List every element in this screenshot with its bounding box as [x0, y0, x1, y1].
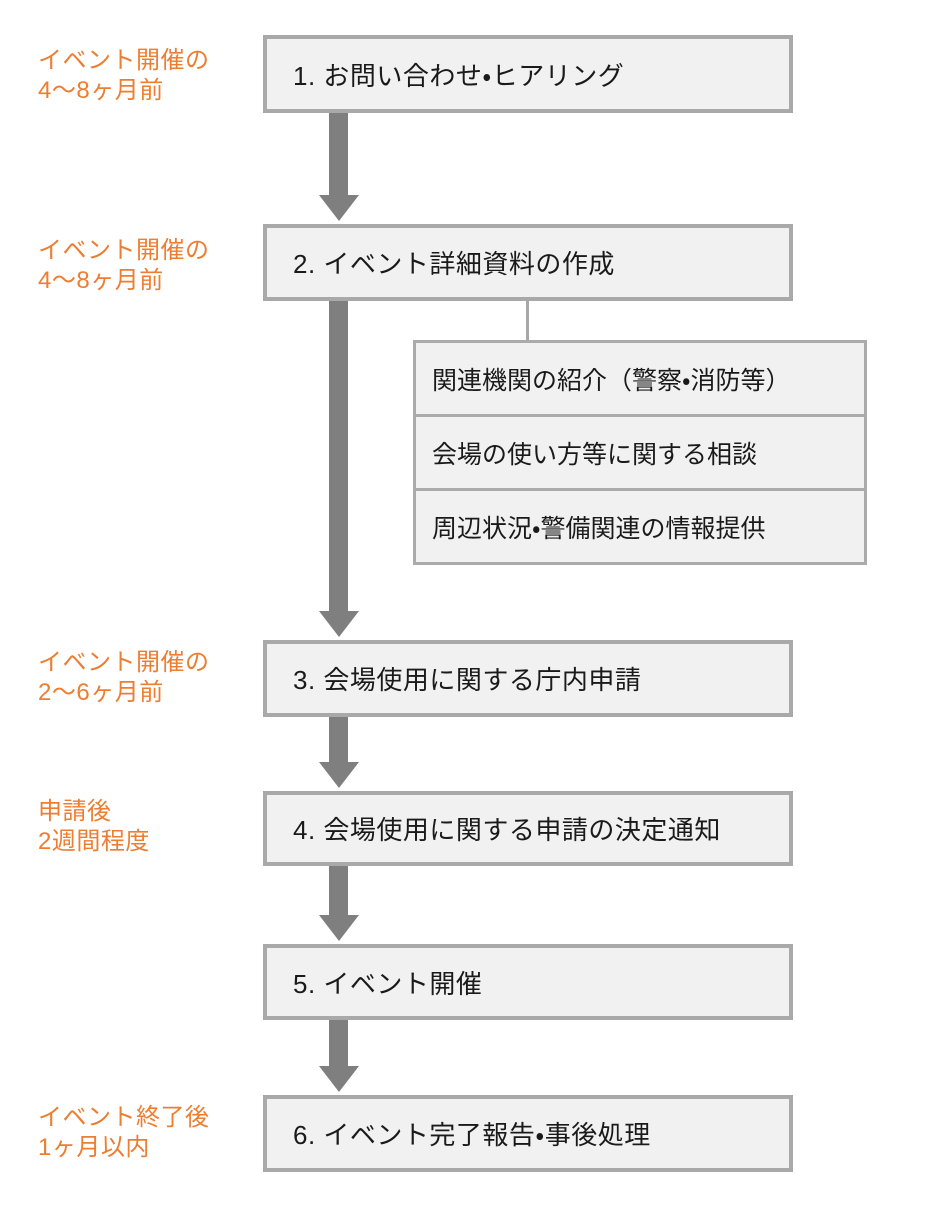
side-note-label: 会場の使い方等に関する相談 [432, 440, 758, 469]
timing-label-line: 1ヶ月以内 [38, 1134, 150, 1161]
arrow-shaft [329, 866, 348, 915]
step-label: 1. お問い合わせ・ヒアリング [293, 60, 625, 91]
side-note-label: 関連機関の紹介（警察・消防等） [432, 366, 791, 395]
arrow-shaft [329, 1020, 348, 1066]
arrow-head-icon [319, 915, 359, 941]
step-label: 3. 会場使用に関する庁内申請 [293, 665, 642, 695]
step-label: 5. イベント開催 [293, 968, 483, 999]
timing-label-5: イベント終了後 1ヶ月以内 [38, 1103, 268, 1163]
step2-side-notes: 関連機関の紹介（警察・消防等） 会場の使い方等に関する相談 周辺状況・警備関連の… [413, 340, 867, 565]
arrow-shaft [329, 301, 348, 611]
step-label: 4. 会場使用に関する申請の決定通知 [293, 815, 721, 845]
timing-label-line: 申請後 [38, 798, 112, 825]
timing-label-line: イベント開催の [38, 47, 210, 74]
timing-label-line: 2～6ヶ月前 [38, 679, 164, 706]
timing-label-line: イベント開催の [38, 237, 210, 264]
flow-arrow-2 [319, 301, 359, 637]
timing-label-3: イベント開催の 2～6ヶ月前 [38, 648, 268, 708]
arrow-shaft [329, 113, 348, 195]
step-label: 2. イベント詳細資料の作成 [293, 249, 615, 279]
step-box-2: 2. イベント詳細資料の作成 [263, 224, 793, 301]
side-note-1: 関連機関の紹介（警察・消防等） [413, 340, 867, 417]
side-note-3: 周辺状況・警備関連の情報提供 [413, 488, 867, 565]
side-note-label: 周辺状況・警備関連の情報提供 [432, 514, 766, 543]
timing-label-line: イベント終了後 [38, 1104, 210, 1131]
step-box-1: 1. お問い合わせ・ヒアリング [263, 35, 793, 113]
timing-label-line: イベント開催の [38, 649, 210, 676]
arrow-head-icon [319, 195, 359, 221]
step-label: 6. イベント完了報告・事後処理 [293, 1120, 651, 1150]
timing-label-line: 4～8ヶ月前 [38, 77, 164, 104]
arrow-head-icon [319, 762, 359, 788]
flow-arrow-1 [319, 113, 359, 221]
step-box-4: 4. 会場使用に関する申請の決定通知 [263, 791, 793, 866]
step-box-3: 3. 会場使用に関する庁内申請 [263, 640, 793, 717]
flow-arrow-4 [319, 866, 359, 941]
arrow-head-icon [319, 1066, 359, 1092]
step-box-6: 6. イベント完了報告・事後処理 [263, 1095, 793, 1172]
timing-label-4: 申請後 2週間程度 [38, 797, 268, 857]
timing-label-1: イベント開催の 4～8ヶ月前 [38, 46, 268, 106]
timing-label-line: 2週間程度 [38, 828, 150, 855]
arrow-shaft [329, 717, 348, 762]
side-note-2: 会場の使い方等に関する相談 [413, 414, 867, 491]
timing-label-line: 4～8ヶ月前 [38, 267, 164, 294]
branch-connector-line [526, 301, 529, 340]
flow-arrow-5 [319, 1020, 359, 1092]
timing-label-2: イベント開催の 4～8ヶ月前 [38, 236, 268, 296]
flow-arrow-3 [319, 717, 359, 788]
arrow-head-icon [319, 611, 359, 637]
step-box-5: 5. イベント開催 [263, 944, 793, 1020]
